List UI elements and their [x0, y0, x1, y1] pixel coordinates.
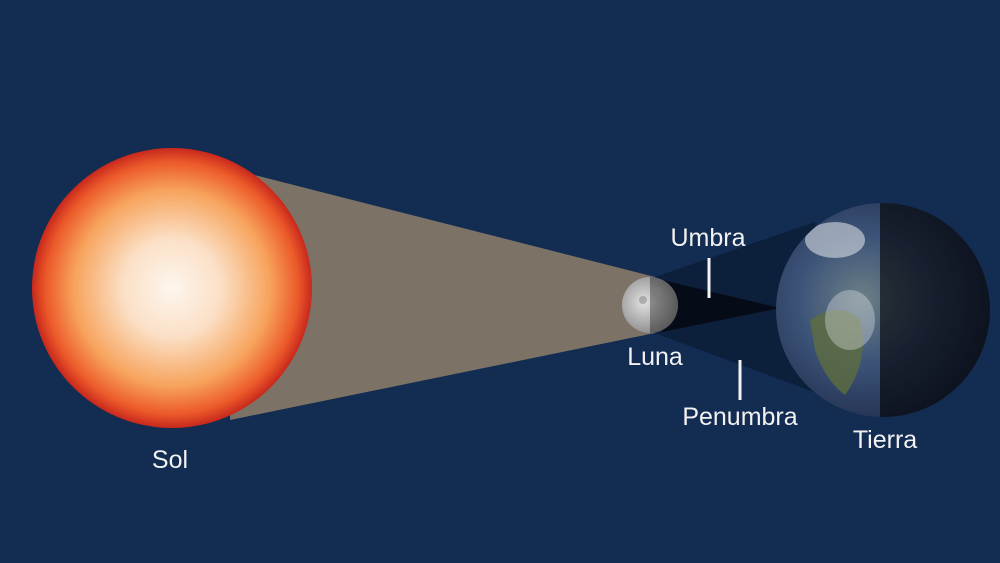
umbra-region	[662, 280, 780, 332]
moon	[622, 277, 678, 333]
umbra-label: Umbra	[670, 224, 746, 252]
moon-label: Luna	[627, 343, 683, 371]
earth-label: Tierra	[852, 426, 918, 454]
earth	[776, 203, 990, 417]
sun	[32, 148, 312, 428]
light-cone	[230, 170, 655, 420]
sun-label: Sol	[151, 446, 189, 474]
penumbra-label: Penumbra	[682, 403, 798, 431]
